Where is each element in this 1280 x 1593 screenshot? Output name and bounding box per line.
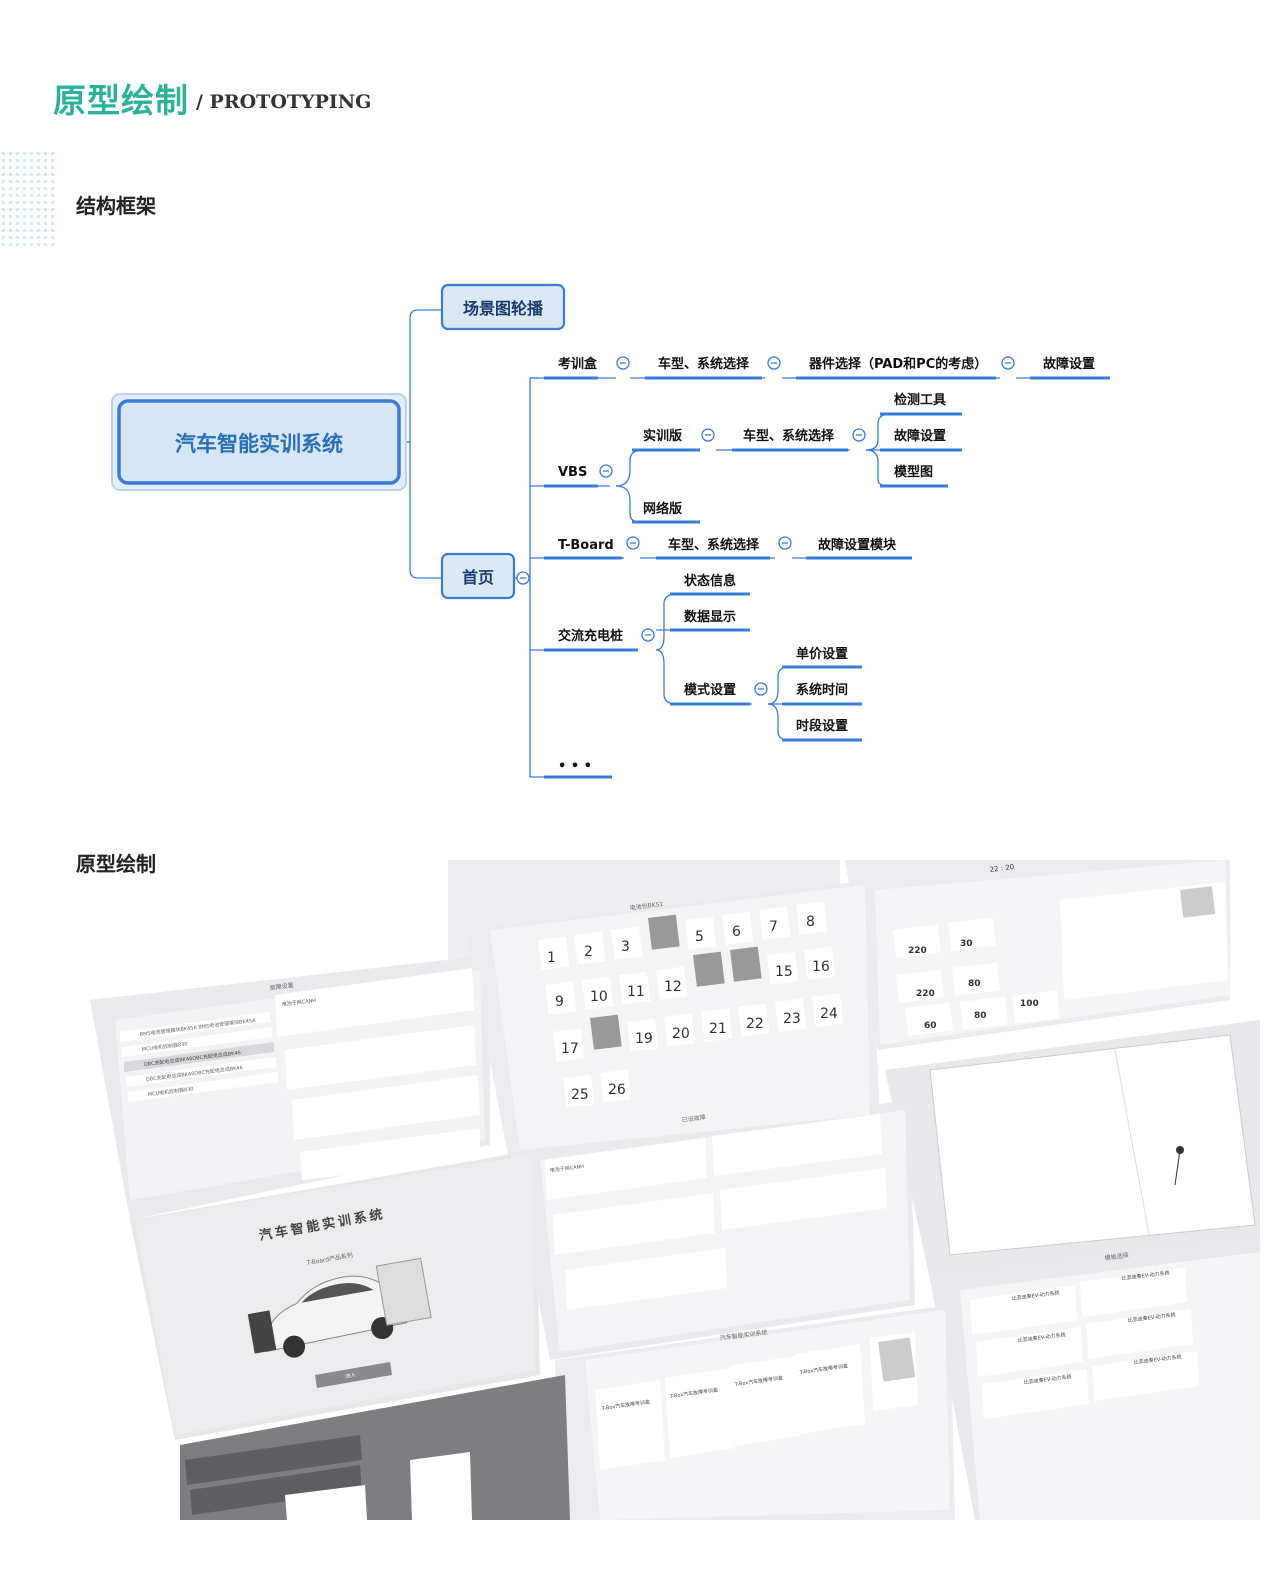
svg-text:19: 19 (635, 1031, 653, 1047)
node-car-system-2: 车型、系统选择 (743, 428, 835, 444)
svg-text:22 : 20: 22 : 20 (989, 863, 1014, 874)
mockup-model-select: 模板选择 比亚迪秦EV-动力系统 比亚迪秦EV-动力系统 比亚迪秦EV-动力系统… (960, 1251, 1260, 1520)
svg-text:1: 1 (547, 950, 556, 966)
node-home: 首页 (462, 568, 494, 587)
svg-text:26: 26 (608, 1082, 626, 1098)
svg-text:已设故障: 已设故障 (681, 1113, 706, 1124)
svg-text:2: 2 (584, 944, 593, 960)
svg-text:16: 16 (812, 959, 830, 975)
page-title-en: / PROTOTYPING (196, 91, 372, 113)
mockup-applied-faults: 已设故障 电池子网CANH (540, 1110, 910, 1352)
svg-text:100: 100 (1020, 999, 1039, 1009)
svg-text:5: 5 (695, 929, 704, 945)
svg-text:7: 7 (769, 919, 778, 935)
mockup-system-cards: 汽车智能实训系统 T-Box汽车故障考训盒 T-Box汽车故障考训盒 T-Box… (585, 1310, 950, 1520)
node-device-select: 器件选择（PAD和PC的考虑） (808, 356, 987, 372)
svg-text:220: 220 (908, 946, 927, 956)
mindmap-root: 汽车智能实训系统 (175, 432, 343, 456)
prototype-collage: 故障设置 BMS电池管理模块BK45A BMS电池管理模块BK45A MCU电机… (0, 860, 1280, 1520)
section-title-prototype: 原型绘制 (76, 852, 156, 876)
node-ac: 交流充电桩 (558, 628, 623, 644)
page-title-cn: 原型绘制 (53, 81, 189, 120)
decorative-dots (0, 150, 58, 246)
mockup-ac-screen: 22 : 20 220 30 220 80 60 80 100 (875, 860, 1230, 1045)
node-tboard: T-Board (558, 538, 614, 553)
node-data-display: 数据显示 (684, 609, 736, 625)
mockup-model-screen (929, 1034, 1256, 1256)
node-car-system-1: 车型、系统选择 (658, 356, 750, 372)
svg-text:25: 25 (571, 1087, 589, 1103)
svg-text:80: 80 (968, 979, 981, 989)
node-network: 网络版 (643, 501, 682, 517)
svg-text:17: 17 (561, 1041, 579, 1057)
node-carousel: 场景图轮播 (463, 299, 544, 318)
svg-text:15: 15 (775, 964, 793, 980)
svg-text:进入: 进入 (345, 1371, 356, 1380)
node-tool: 检测工具 (894, 392, 946, 408)
mockup-battery-screen: 电池包BK51 1 2 3 5 6 7 8 9 10 11 12 15 16 1… (490, 885, 870, 1150)
svg-text:12: 12 (664, 979, 682, 995)
svg-text:11: 11 (627, 984, 645, 1000)
mockup-fault-screen: 故障设置 BMS电池管理模块BK45A BMS电池管理模块BK45A MCU电机… (115, 968, 485, 1200)
node-shixun: 实训版 (643, 428, 682, 444)
mockup-dialog-screen (185, 1435, 472, 1520)
node-status: 状态信息 (684, 573, 736, 589)
svg-text:9: 9 (555, 994, 564, 1010)
section-title-structure: 结构框架 (76, 194, 156, 218)
svg-text:模板选择: 模板选择 (1104, 1251, 1129, 1262)
node-car-system-3: 车型、系统选择 (668, 537, 760, 553)
svg-text:10: 10 (590, 989, 608, 1005)
node-period: 时段设置 (796, 718, 848, 734)
node-kaoxun: 考训盒 (558, 356, 598, 372)
node-fault-1: 故障设置 (1043, 356, 1095, 372)
node-more: • • • (558, 759, 592, 774)
mockup-home-screen: 汽车智能实训系统 T-Board产品系列 进入 (135, 1155, 535, 1435)
mock-fault-title: 故障设置 (269, 981, 294, 992)
svg-text:电池子网CANH: 电池子网CANH (549, 1163, 584, 1174)
svg-text:80: 80 (974, 1011, 987, 1021)
svg-text:220: 220 (916, 989, 935, 999)
svg-text:6: 6 (732, 924, 741, 940)
mindmap-diagram: 汽车智能实训系统 场景图轮播 首页 考训盒 车型、系统选择 器件选择（PAD和P… (111, 283, 1110, 779)
svg-text:30: 30 (960, 939, 973, 949)
svg-text:24: 24 (820, 1006, 838, 1022)
node-vbs: VBS (558, 465, 587, 480)
svg-text:电池子网CANH: 电池子网CANH (281, 997, 316, 1008)
svg-text:23: 23 (783, 1011, 801, 1027)
node-sys-time: 系统时间 (796, 682, 848, 698)
svg-text:3: 3 (621, 939, 630, 955)
node-price: 单价设置 (796, 646, 848, 662)
node-model: 模型图 (894, 464, 933, 480)
svg-text:8: 8 (806, 914, 815, 930)
svg-text:22: 22 (746, 1016, 764, 1032)
svg-text:20: 20 (672, 1026, 690, 1042)
node-fault-2: 故障设置 (894, 428, 946, 444)
svg-text:60: 60 (924, 1021, 937, 1031)
node-mode: 模式设置 (684, 682, 736, 698)
node-fault-module: 故障设置模块 (818, 537, 897, 553)
svg-text:21: 21 (709, 1021, 727, 1037)
